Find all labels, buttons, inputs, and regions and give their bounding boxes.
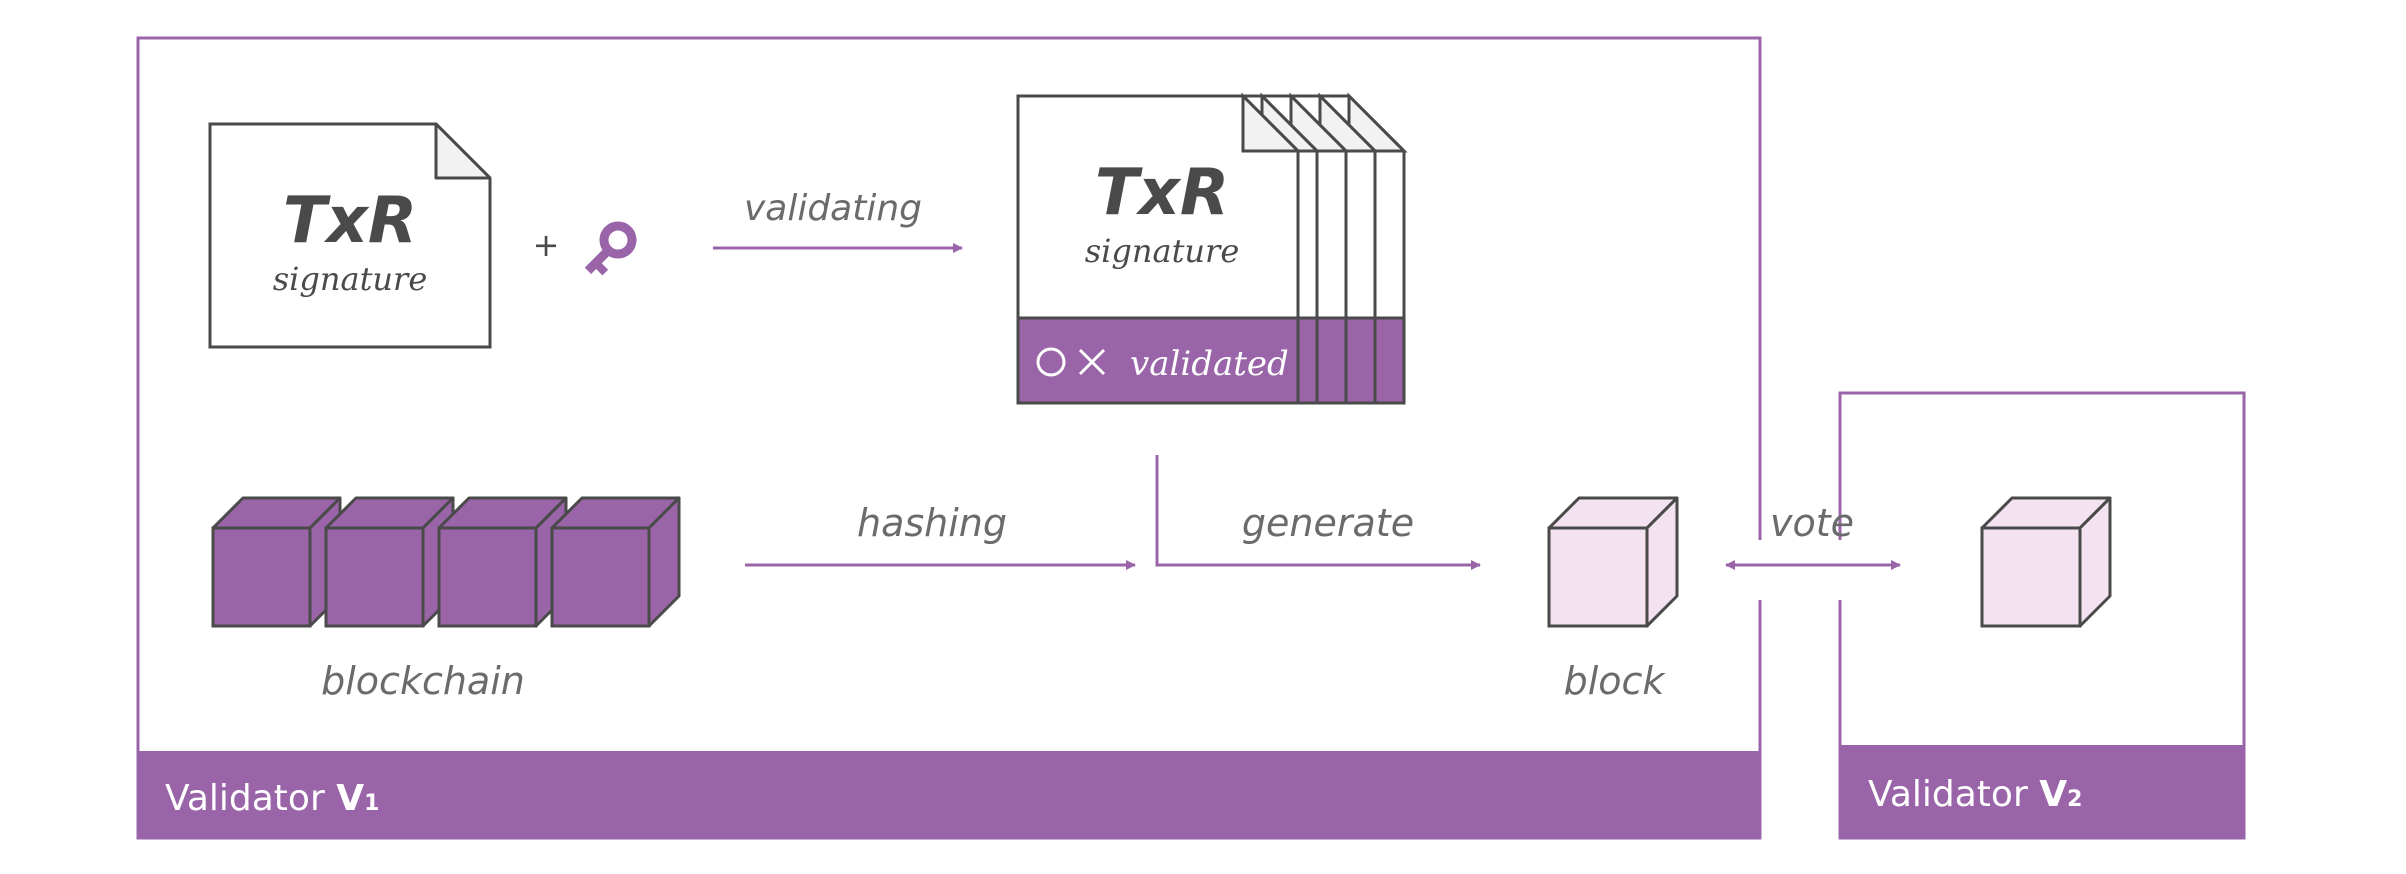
- chain-block: [211, 496, 342, 628]
- chain-block: [550, 496, 681, 628]
- validator-v1-footer-bar: [137, 751, 1761, 839]
- plus-sign: +: [533, 226, 560, 264]
- validator-v1-label: Validator V1: [165, 778, 379, 819]
- key-icon: [584, 221, 637, 276]
- circle-icon: [1036, 347, 1066, 377]
- vote-label: vote: [1770, 501, 1854, 545]
- hashing-label: hashing: [857, 501, 1007, 545]
- validating-label: validating: [744, 188, 922, 229]
- validator-v2-panel: Validator V2: [1838, 391, 2246, 840]
- transaction-title: TxR: [283, 184, 417, 258]
- transaction-subtitle: signature: [273, 260, 428, 298]
- generate-label: generate: [1242, 501, 1414, 545]
- validated-status-label: validated: [1130, 344, 1289, 384]
- cross-icon: [1078, 348, 1106, 376]
- transaction-document: TxR signature: [208, 122, 492, 349]
- block-label: block: [1564, 659, 1667, 703]
- chain-block: [324, 496, 455, 628]
- validator-v2-label: Validator V2: [1868, 774, 2082, 815]
- validated-subtitle: signature: [1085, 232, 1240, 270]
- vote-arrow: vote: [1725, 501, 1901, 600]
- blockchain-label: blockchain: [321, 659, 525, 703]
- v2-block: [1980, 496, 2112, 628]
- validating-arrow: validating: [713, 188, 963, 253]
- hashing-arrow: hashing: [745, 501, 1136, 570]
- generate-arrow: generate: [1155, 455, 1481, 570]
- front-document: validated TxR signature: [1016, 92, 1302, 405]
- validator-v2-footer-bar: [1839, 745, 2245, 839]
- blockchain: blockchain: [211, 496, 681, 703]
- page-fold-icon: [434, 122, 492, 180]
- validated-transaction-stack: validated TxR signature: [1016, 92, 1408, 405]
- chain-block: [437, 496, 568, 628]
- validator-v1-panel: Validator V1: [136, 36, 1762, 840]
- new-block: block: [1547, 496, 1679, 703]
- validated-title: TxR: [1095, 156, 1229, 230]
